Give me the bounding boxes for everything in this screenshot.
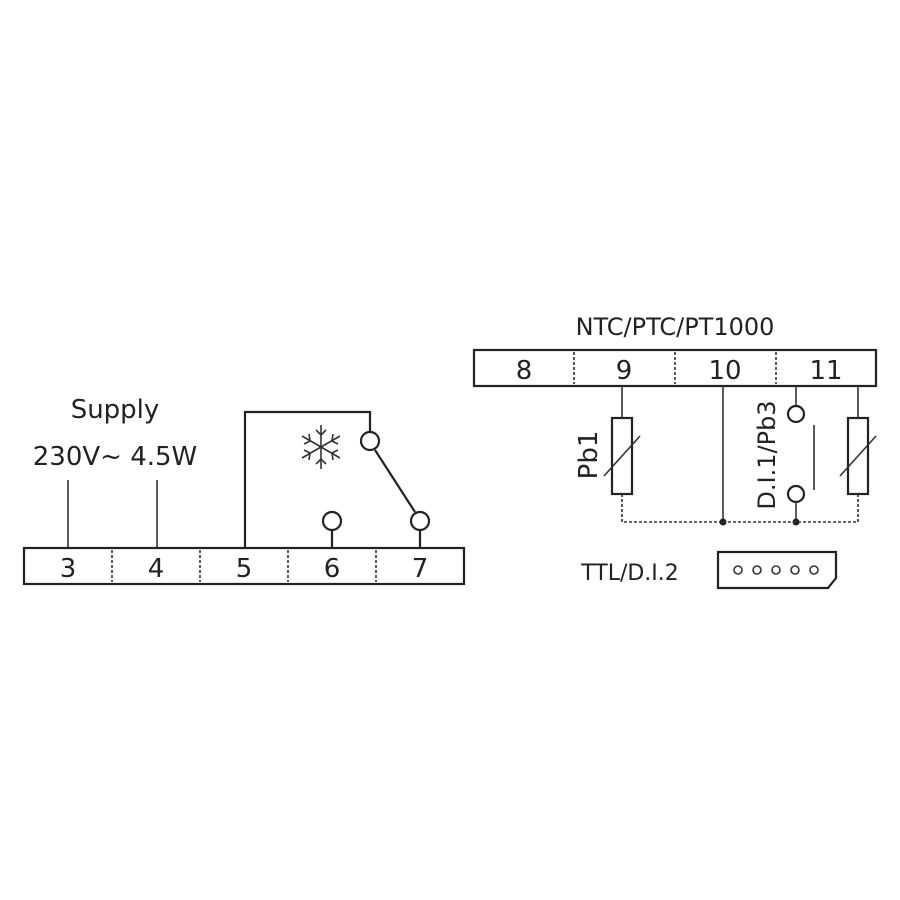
input-label: D.I.1/Pb3 — [753, 400, 781, 509]
input-contact-top — [786, 404, 806, 424]
snowflake-icon — [301, 425, 341, 469]
terminal-label: 7 — [412, 554, 429, 584]
input-contact-bottom — [786, 484, 806, 504]
relay-nc-contact — [321, 510, 343, 532]
probe-common-bus — [723, 494, 859, 523]
left-terminal-strip: 3 4 5 6 7 — [22, 546, 466, 586]
supply-rating: 230V~ 4.5W — [33, 442, 198, 472]
relay-common-wire — [243, 410, 372, 548]
left-terminal-frame — [22, 546, 466, 586]
terminal-label: 11 — [809, 356, 842, 386]
terminal-label: 5 — [236, 554, 253, 584]
probe1-return-wire — [621, 494, 723, 523]
terminal-label: 10 — [708, 356, 741, 386]
terminal-label: 4 — [148, 554, 165, 584]
probe-block: NTC/PTC/PT1000 8 9 10 11 Pb1 D.I.1/Pb3 — [472, 313, 878, 590]
relay-switch-blade — [374, 449, 416, 513]
probe3-thermistor-slash — [839, 435, 877, 477]
probe1-label: Pb1 — [574, 431, 604, 480]
supply-label: Supply — [71, 395, 160, 425]
terminal-label: 6 — [324, 554, 341, 584]
terminal-label: 8 — [516, 356, 533, 386]
relay-no-contact — [409, 510, 431, 532]
supply-relay-block: Supply 230V~ 4.5W — [22, 395, 466, 586]
terminal-label: 9 — [616, 356, 633, 386]
probe-header: NTC/PTC/PT1000 — [576, 313, 775, 341]
right-terminal-strip: 8 9 10 11 — [472, 348, 878, 388]
ttl-connector — [716, 550, 838, 590]
relay-common-contact — [359, 430, 381, 452]
probe1-thermistor-slash — [603, 435, 641, 477]
ttl-label: TTL/D.I.2 — [580, 561, 679, 586]
terminal-label: 3 — [60, 554, 77, 584]
